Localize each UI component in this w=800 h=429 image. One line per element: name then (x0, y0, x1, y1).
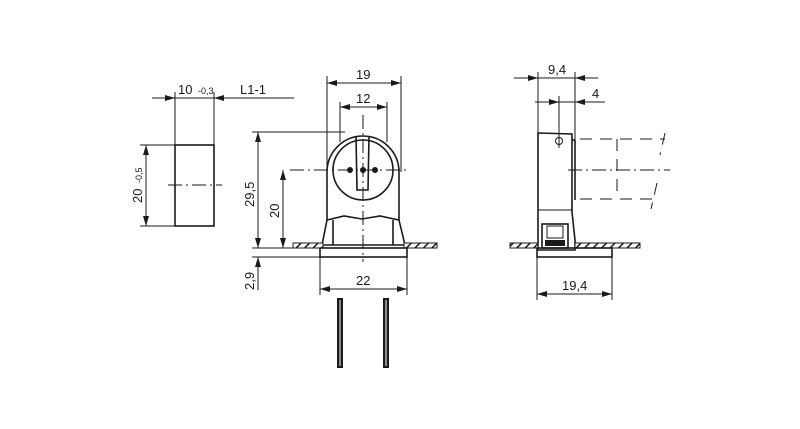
height-dim: 20 (130, 189, 145, 203)
section-label: L1-1 (240, 82, 266, 97)
axis-height-dim: 20 (267, 204, 282, 218)
outer-width-dim: 19 (356, 67, 370, 82)
base-height-dim: 2,9 (242, 272, 257, 290)
width-tol: -0,3 (198, 86, 214, 96)
base-depth-dim: 19,4 (562, 278, 587, 293)
base-width-dim: 22 (356, 273, 370, 288)
holder-body (326, 135, 400, 222)
offset-dim: 4 (592, 86, 599, 101)
inner-width-dim: 12 (356, 91, 370, 106)
left-view: 10 -0,3 L1-1 20 -0,5 (130, 82, 294, 227)
total-height-dim: 29,5 (242, 182, 257, 207)
height-tol: -0,5 (134, 167, 144, 183)
depth-dim: 9,4 (548, 62, 566, 77)
holder-side (537, 132, 576, 251)
front-view: 19 12 29,5 20 2,9 22 (242, 67, 438, 368)
width-dim: 10 (178, 82, 192, 97)
side-view: 9,4 4 19,4 (509, 62, 670, 300)
